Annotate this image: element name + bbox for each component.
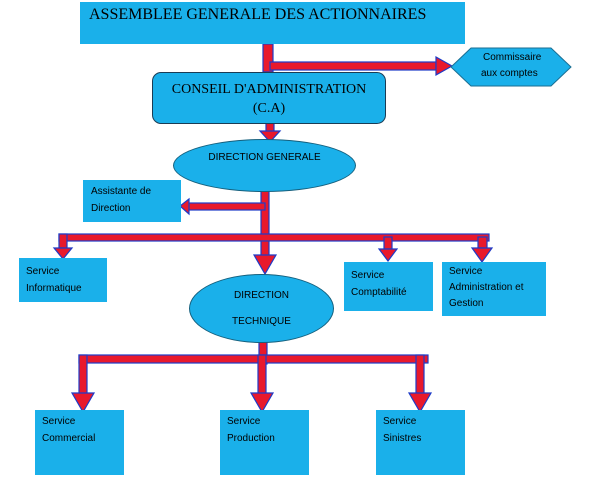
service-comptabilite-label-1: Service [351, 270, 385, 281]
service-comptabilite-label-2: Comptabilité [351, 287, 407, 298]
service-production-box: Service Production [220, 410, 309, 475]
service-administration-label-3: Gestion [449, 298, 484, 309]
service-informatique-label-1: Service [26, 266, 60, 277]
connector-comptabilite [383, 236, 393, 250]
service-informatique-label-2: Informatique [26, 283, 82, 294]
arrowhead-comptabilite [377, 248, 399, 262]
arrowhead-sinistres [407, 392, 433, 414]
service-administration-label-2: Administration et [449, 282, 524, 293]
direction-technique-label-2: TECHNIQUE [232, 316, 291, 327]
arrowhead-assistante [179, 197, 190, 216]
connector-dg-trunk [260, 189, 270, 257]
direction-generale-label: DIRECTION GENERALE [208, 152, 321, 163]
arrowhead-dt [252, 254, 278, 276]
connector-admin [477, 236, 488, 249]
connector-bus-bottom [78, 354, 429, 364]
arrowhead-production [249, 392, 275, 414]
connector-informatique [58, 233, 68, 249]
connector-production [257, 354, 267, 396]
arrowhead-dg [258, 130, 282, 143]
service-sinistres-label-2: Sinistres [383, 433, 422, 444]
service-comptabilite-box: Service Comptabilité [344, 262, 433, 311]
service-sinistres-label-1: Service [383, 416, 417, 427]
service-sinistres-box: Service Sinistres [376, 410, 465, 475]
connector-commercial [78, 354, 88, 396]
commissaire-label-2: aux comptes [481, 68, 538, 79]
conseil-administration-box: CONSEIL D'ADMINISTRATION (C.A) [152, 72, 386, 124]
commissaire-label-1: Commissaire [483, 52, 542, 63]
conseil-administration-label: CONSEIL D'ADMINISTRATION [171, 82, 367, 97]
connector-sinistres [415, 354, 425, 396]
direction-technique-ellipse: DIRECTION TECHNIQUE [189, 274, 334, 343]
service-commercial-label-1: Service [42, 416, 76, 427]
arrowhead-admin [470, 247, 494, 264]
service-production-label-2: Production [227, 433, 275, 444]
commissaire-box: Commissaire aux comptes [449, 47, 573, 87]
arrowhead-commercial [70, 392, 96, 414]
assemblee-generale-label: ASSEMBLEE GENERALE DES ACTIONNAIRES [89, 6, 427, 23]
commissaire-shape [450, 47, 572, 87]
direction-generale-ellipse: DIRECTION GENERALE [173, 139, 356, 192]
service-administration-box: Service Administration et Gestion [442, 262, 546, 316]
direction-technique-label-1: DIRECTION [234, 290, 289, 301]
arrowhead-commissaire [435, 55, 454, 77]
assistante-label-1: Assistante de [91, 186, 152, 197]
service-administration-label-1: Service [449, 266, 483, 277]
conseil-administration-abbr: (C.A) [252, 101, 286, 116]
connector-ag-commissaire [269, 61, 437, 71]
service-commercial-box: Service Commercial [35, 410, 124, 475]
assemblee-generale-box: ASSEMBLEE GENERALE DES ACTIONNAIRES [80, 2, 465, 44]
assistante-label-2: Direction [91, 203, 131, 214]
connector-bus [58, 233, 490, 242]
assistante-direction-box: Assistante de Direction [83, 180, 181, 222]
arrowhead-informatique [52, 247, 74, 260]
service-production-label-1: Service [227, 416, 261, 427]
connector-assistante [187, 202, 266, 211]
service-informatique-box: Service Informatique [19, 258, 107, 302]
service-commercial-label-2: Commercial [42, 433, 96, 444]
